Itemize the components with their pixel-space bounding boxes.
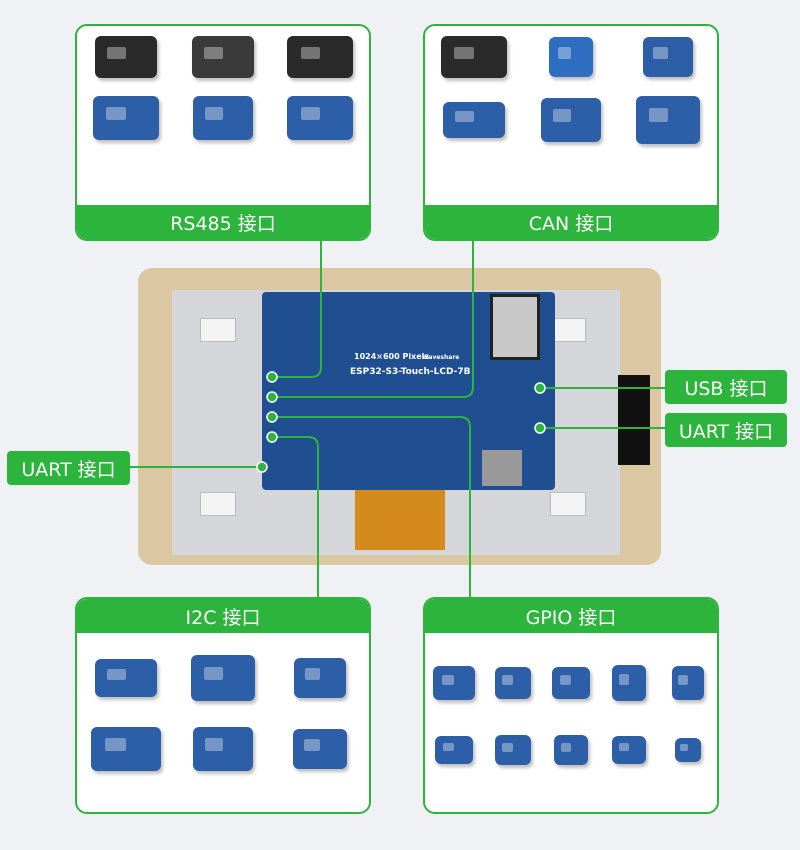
i2c-port-dot xyxy=(266,431,278,443)
rs485-port-dot xyxy=(266,371,278,383)
product-image xyxy=(92,96,159,140)
mount-bracket xyxy=(550,492,586,516)
product-image xyxy=(643,37,694,77)
sd-card-slot xyxy=(482,450,522,486)
i2c-line xyxy=(272,436,319,597)
gpio-port-dot xyxy=(266,411,278,423)
can-line xyxy=(272,241,474,398)
esp32-board: 1024×600 Pixels ESP32-S3-Touch-LCD-7B Wa… xyxy=(262,292,555,490)
gpio-panel: GPIO 接口 xyxy=(423,597,719,814)
esp32-module xyxy=(490,294,540,360)
product-image xyxy=(442,102,505,138)
can-label: CAN 接口 xyxy=(425,205,717,239)
product-image xyxy=(612,736,647,764)
display-cable-strip xyxy=(618,375,650,465)
i2c-label: I2C 接口 xyxy=(77,599,369,633)
product-image xyxy=(494,735,531,765)
product-image xyxy=(94,36,157,78)
product-image xyxy=(294,658,347,698)
board-model: ESP32-S3-Touch-LCD-7B xyxy=(350,367,471,377)
uart-right-label: UART 接口 xyxy=(665,413,787,447)
product-image xyxy=(433,666,476,700)
product-image xyxy=(494,667,531,699)
rs485-label: RS485 接口 xyxy=(77,205,369,239)
can-port-dot xyxy=(266,391,278,403)
product-image xyxy=(440,36,507,78)
usb-port-dot xyxy=(534,382,546,394)
product-image xyxy=(192,96,253,140)
can-panel: CAN 接口 xyxy=(423,24,719,241)
product-image xyxy=(551,667,590,699)
i2c-panel: I2C 接口 xyxy=(75,597,371,814)
product-image xyxy=(674,738,701,762)
product-image xyxy=(548,37,593,77)
gpio-label: GPIO 接口 xyxy=(425,599,717,633)
uart-left-label: UART 接口 xyxy=(7,451,130,485)
gpio-line xyxy=(272,416,471,597)
product-image xyxy=(636,96,701,144)
uart-right-port-dot xyxy=(534,422,546,434)
board-resolution: 1024×600 Pixels xyxy=(354,352,430,361)
product-image xyxy=(94,659,157,697)
mount-bracket xyxy=(200,492,236,516)
fpc-cable xyxy=(355,490,445,550)
product-image xyxy=(612,665,647,701)
usb-label: USB 接口 xyxy=(665,370,787,404)
mount-bracket xyxy=(200,318,236,342)
product-image xyxy=(553,735,588,765)
product-image xyxy=(540,98,601,142)
product-image xyxy=(90,727,161,771)
product-image xyxy=(192,727,253,771)
uart-left-port-dot xyxy=(256,461,268,473)
rs485-line xyxy=(272,241,322,378)
rs485-panel: RS485 接口 xyxy=(75,24,371,241)
product-image xyxy=(287,36,354,78)
product-image xyxy=(671,666,704,700)
mount-bracket xyxy=(550,318,586,342)
product-image xyxy=(293,729,348,769)
product-image xyxy=(190,655,255,701)
board-brand: Waveshare xyxy=(422,354,460,361)
product-image xyxy=(191,36,254,78)
product-image xyxy=(435,736,474,764)
product-image xyxy=(287,96,354,140)
